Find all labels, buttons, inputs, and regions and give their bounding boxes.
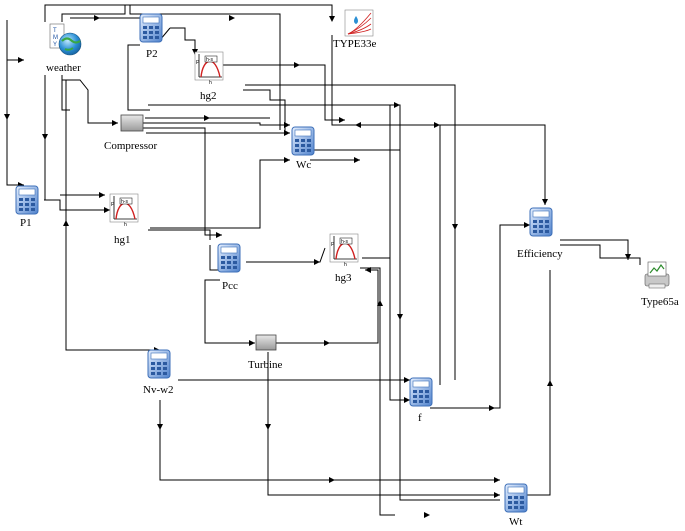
type65a-online-plotter-icon[interactable] [644, 261, 670, 289]
hg2-chart-title: h-s [206, 57, 213, 63]
p2-calculator-icon[interactable] [139, 13, 163, 43]
hg2-label: hg2 [200, 90, 217, 102]
f-label: f [418, 412, 422, 424]
hg3-chart-axis-y: P [331, 242, 335, 248]
nvw2-calculator-icon[interactable] [147, 349, 171, 379]
pcc-calculator-icon[interactable] [217, 243, 241, 273]
connection-arrows [4, 15, 631, 518]
svg-text:T: T [53, 28, 57, 34]
wc-calculator-icon[interactable] [291, 126, 315, 156]
wc-label: Wc [296, 159, 312, 171]
connection-lines [6, 4, 641, 516]
pcc-label: Pcc [222, 280, 238, 292]
type33e-label: TYPE33e [333, 38, 377, 50]
type65a-label: Type65a [641, 296, 679, 308]
nvw2-label: Nv-w2 [143, 384, 174, 396]
efficiency-calculator-icon[interactable] [529, 207, 553, 237]
svg-text:Y: Y [53, 42, 57, 48]
hg1-chart-axis-y: P [111, 202, 115, 208]
type33e-psychrometrics-icon[interactable] [344, 9, 374, 37]
compressor-icon[interactable] [120, 114, 144, 132]
hg2-chart-axis-y: P [196, 60, 200, 66]
p1-label: P1 [20, 217, 32, 229]
p1-calculator-icon[interactable] [15, 185, 39, 215]
turbine-label: Turbine [248, 359, 283, 371]
weather-globe-icon[interactable]: T M Y [49, 23, 82, 56]
chart-icon-texts: h-s P h h-s P h h-s P h [111, 57, 348, 268]
hg1-chart-axis-x: h [124, 222, 127, 228]
hg3-label: hg3 [335, 272, 352, 284]
hg3-chart-title: h-s [341, 239, 348, 245]
compressor-label: Compressor [104, 140, 158, 152]
hg1-chart-title: h-s [121, 199, 128, 205]
p2-label: P2 [146, 48, 158, 60]
hg3-chart-axis-x: h [344, 262, 347, 268]
hg2-chart-axis-x: h [209, 80, 212, 86]
efficiency-label: Efficiency [517, 248, 563, 260]
turbine-icon[interactable] [255, 334, 277, 351]
f-calculator-icon[interactable] [409, 377, 433, 407]
svg-text:M: M [53, 35, 58, 41]
wt-label: Wt [509, 516, 523, 528]
wt-calculator-icon[interactable] [504, 483, 528, 513]
hg1-label: hg1 [114, 234, 131, 246]
weather-label: weather [46, 62, 81, 74]
